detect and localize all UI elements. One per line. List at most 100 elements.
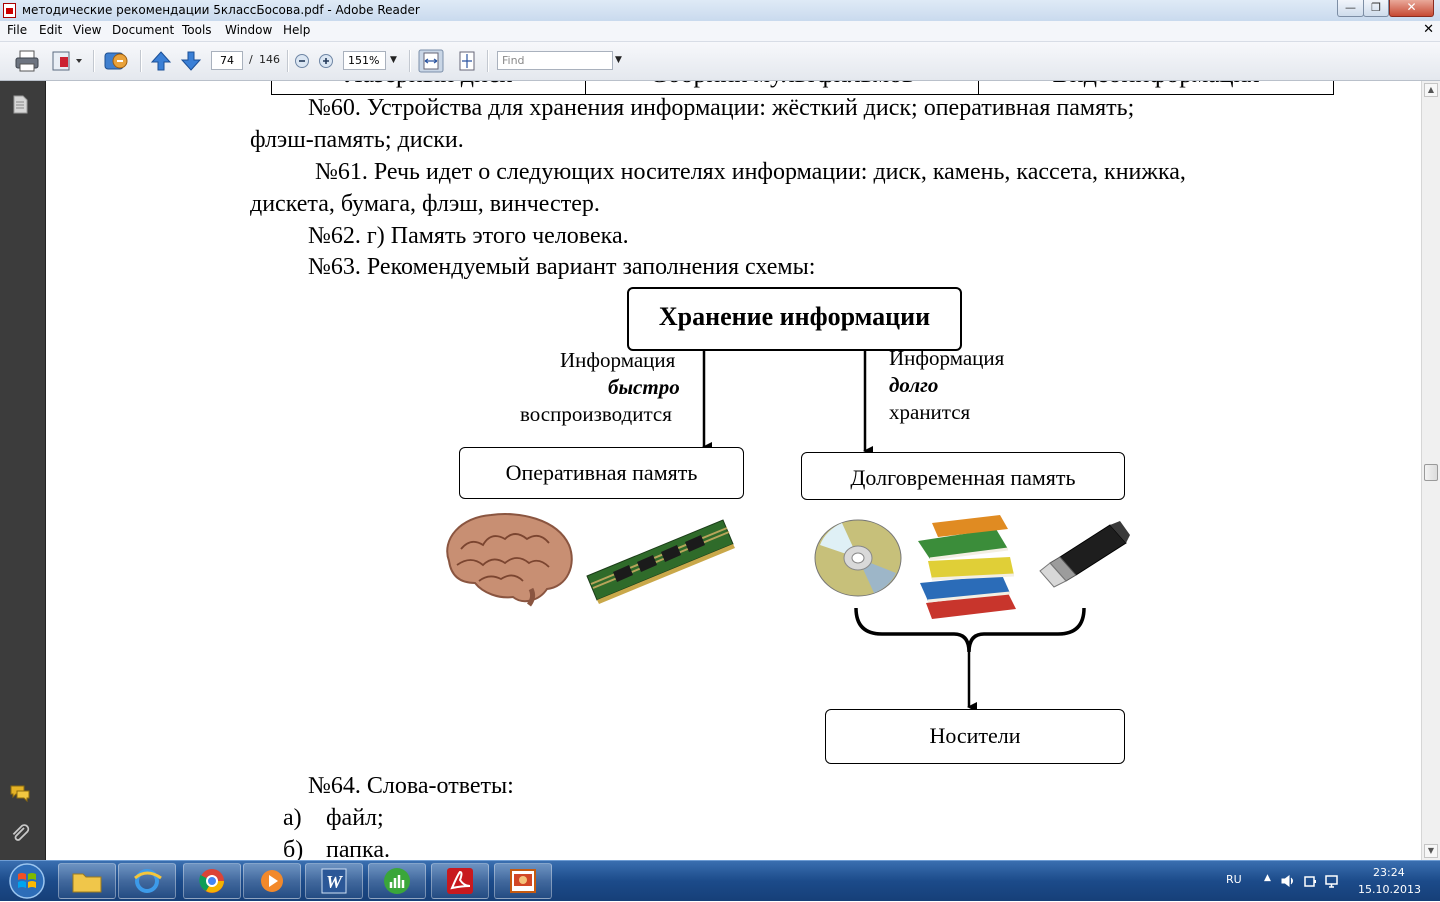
adobe-reader-taskbar-icon [447, 868, 473, 894]
brain-image [446, 513, 573, 607]
window-title: методические рекомендации 5классБосова.p… [22, 3, 420, 17]
taskbar-chrome[interactable] [183, 863, 241, 899]
menu-file[interactable]: File [7, 23, 28, 37]
page-total: 146 [259, 53, 280, 66]
answer-table-row: Лазерный диск Сборник мультфильмов Видео… [271, 81, 1334, 95]
menu-edit[interactable]: Edit [39, 23, 63, 37]
scroll-up-icon[interactable]: ▲ [1424, 83, 1438, 97]
right-label-line2: долго [889, 373, 939, 397]
title-bar: методические рекомендации 5классБосова.p… [0, 0, 1440, 22]
system-tray: RU ▲ 23:24 15.10.2013 [1210, 861, 1440, 901]
scroll-thumb[interactable] [1424, 464, 1438, 481]
power-icon[interactable] [1302, 873, 1318, 889]
vertical-scrollbar[interactable]: ▲ ▼ [1421, 81, 1440, 860]
list-marker-a: а) [283, 805, 302, 831]
volume-icon[interactable] [1280, 873, 1296, 889]
pages-panel-icon[interactable] [9, 93, 31, 115]
zoom-out-icon[interactable] [294, 49, 310, 73]
zoom-level-input[interactable]: 151% [343, 51, 386, 70]
close-icon: ✕ [1406, 0, 1417, 14]
save-copy-icon[interactable] [50, 49, 84, 73]
language-indicator[interactable]: RU [1226, 873, 1242, 886]
answer-61: №61. Речь идет о следующих носителях инф… [315, 159, 1186, 185]
minimize-icon: — [1345, 1, 1356, 14]
menu-window[interactable]: Window [225, 23, 273, 37]
document-page: Лазерный диск Сборник мультфильмов Видео… [46, 81, 1421, 860]
long-term-memory-box: Долговременная память [801, 452, 1125, 500]
attachments-panel-icon[interactable] [9, 823, 31, 845]
find-input[interactable]: Find [497, 51, 613, 70]
menu-bar: File Edit View Document Tools Window Hel… [0, 21, 1440, 42]
minimize-button[interactable]: — [1337, 0, 1364, 17]
word-icon: W [321, 868, 347, 894]
table-cell: Лазерный диск [272, 81, 586, 95]
list-marker-b: б) [283, 837, 304, 860]
start-button-icon[interactable] [2, 862, 52, 900]
carriers-box: Носители [825, 709, 1125, 764]
zoom-in-icon[interactable] [318, 49, 334, 73]
chrome-icon [199, 869, 224, 893]
restore-icon: ❐ [1371, 1, 1381, 14]
powerpoint-icon [510, 869, 536, 893]
fit-width-icon[interactable] [418, 49, 444, 73]
fit-page-icon[interactable] [456, 49, 478, 73]
taskbar-powerpoint[interactable] [494, 863, 552, 899]
previous-page-icon[interactable] [150, 49, 172, 73]
menu-document[interactable]: Document [112, 23, 175, 37]
answer-62: №62. г) Память этого человека. [308, 223, 629, 249]
next-page-icon[interactable] [180, 49, 202, 73]
toolbar: 74 / 146 151% ▼ Find ▼ [0, 42, 1440, 81]
taskbar-explorer[interactable] [58, 863, 116, 899]
cd-disc-image [814, 519, 902, 597]
media-player-icon [261, 870, 283, 892]
clock-time[interactable]: 23:24 [1373, 866, 1405, 879]
clock-date[interactable]: 15.10.2013 [1358, 883, 1421, 896]
show-hidden-icons-icon[interactable]: ▲ [1264, 873, 1271, 883]
navigation-panel [0, 81, 46, 860]
menu-view[interactable]: View [73, 23, 102, 37]
collaborate-icon[interactable] [103, 49, 131, 73]
network-app-icon [384, 868, 410, 894]
internet-explorer-icon [134, 869, 162, 893]
comments-panel-icon[interactable] [9, 782, 31, 804]
usb-flash-drive-image [1039, 521, 1130, 588]
list-item-b: папка. [326, 837, 390, 860]
svg-text:W: W [326, 872, 344, 892]
left-label-line1: Информация [560, 348, 676, 372]
answer-61-cont: дискета, бумага, флэш, винчестер. [250, 191, 600, 217]
ram-module-image [586, 519, 735, 604]
left-label-line2: быстро [608, 375, 680, 399]
answer-64: №64. Слова-ответы: [308, 773, 514, 799]
find-dropdown-icon[interactable]: ▼ [615, 55, 622, 65]
table-cell: Видеоинформация [979, 81, 1333, 95]
taskbar-adobe-reader[interactable] [431, 863, 489, 899]
scroll-down-icon[interactable]: ▼ [1424, 844, 1438, 858]
page-separator: / [249, 53, 253, 66]
network-icon[interactable] [1324, 873, 1340, 889]
answer-63: №63. Рекомендуемый вариант заполнения сх… [308, 254, 816, 280]
taskbar-media-player[interactable] [243, 863, 301, 899]
print-icon[interactable] [14, 49, 40, 73]
list-item-a: файл; [326, 805, 384, 831]
close-document-button[interactable]: ✕ [1423, 22, 1434, 37]
right-label-line1: Информация [889, 346, 1005, 370]
maximize-button[interactable]: ❐ [1363, 0, 1389, 17]
right-label-line3: хранится [889, 400, 971, 424]
taskbar-network-app[interactable] [368, 863, 426, 899]
close-button[interactable]: ✕ [1389, 0, 1434, 17]
page-number-input[interactable]: 74 [211, 51, 243, 70]
menu-help[interactable]: Help [283, 23, 311, 37]
folder-icon [72, 873, 102, 893]
answer-60-cont: флэш-память; диски. [250, 127, 464, 153]
diagram-root-box: Хранение информации [627, 287, 962, 351]
short-term-memory-box: Оперативная память [459, 447, 744, 499]
answer-60: №60. Устройства для хранения информации:… [308, 95, 1135, 121]
taskbar-word[interactable]: W [305, 863, 363, 899]
diagram-connectors [702, 351, 1086, 712]
adobe-reader-icon [3, 3, 16, 18]
left-label-line3: воспроизводится [520, 402, 672, 426]
taskbar-internet-explorer[interactable] [118, 863, 176, 899]
menu-tools[interactable]: Tools [182, 23, 212, 37]
zoom-dropdown-icon[interactable]: ▼ [390, 55, 397, 65]
windows-taskbar: W RU ▲ 23:24 15.10.2013 [0, 860, 1440, 901]
